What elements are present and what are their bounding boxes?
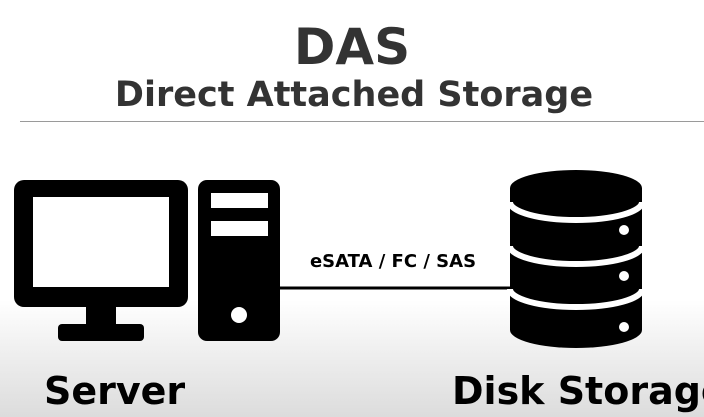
- disk-storage-label: Disk Storage: [452, 369, 704, 413]
- database-icon: [507, 170, 645, 348]
- disk-indicator-icon: [619, 322, 629, 332]
- disk-indicator-icon: [619, 225, 629, 235]
- connection-label: eSATA / FC / SAS: [309, 251, 477, 272]
- monitor-icon: [14, 180, 188, 341]
- page-title: DAS: [293, 18, 411, 76]
- server-label: Server: [44, 369, 186, 413]
- computer-icon: [14, 180, 280, 341]
- disk-indicator-icon: [619, 271, 629, 281]
- page-subtitle: Direct Attached Storage: [114, 75, 594, 115]
- tower-icon: [198, 180, 280, 341]
- title-divider: [20, 121, 704, 122]
